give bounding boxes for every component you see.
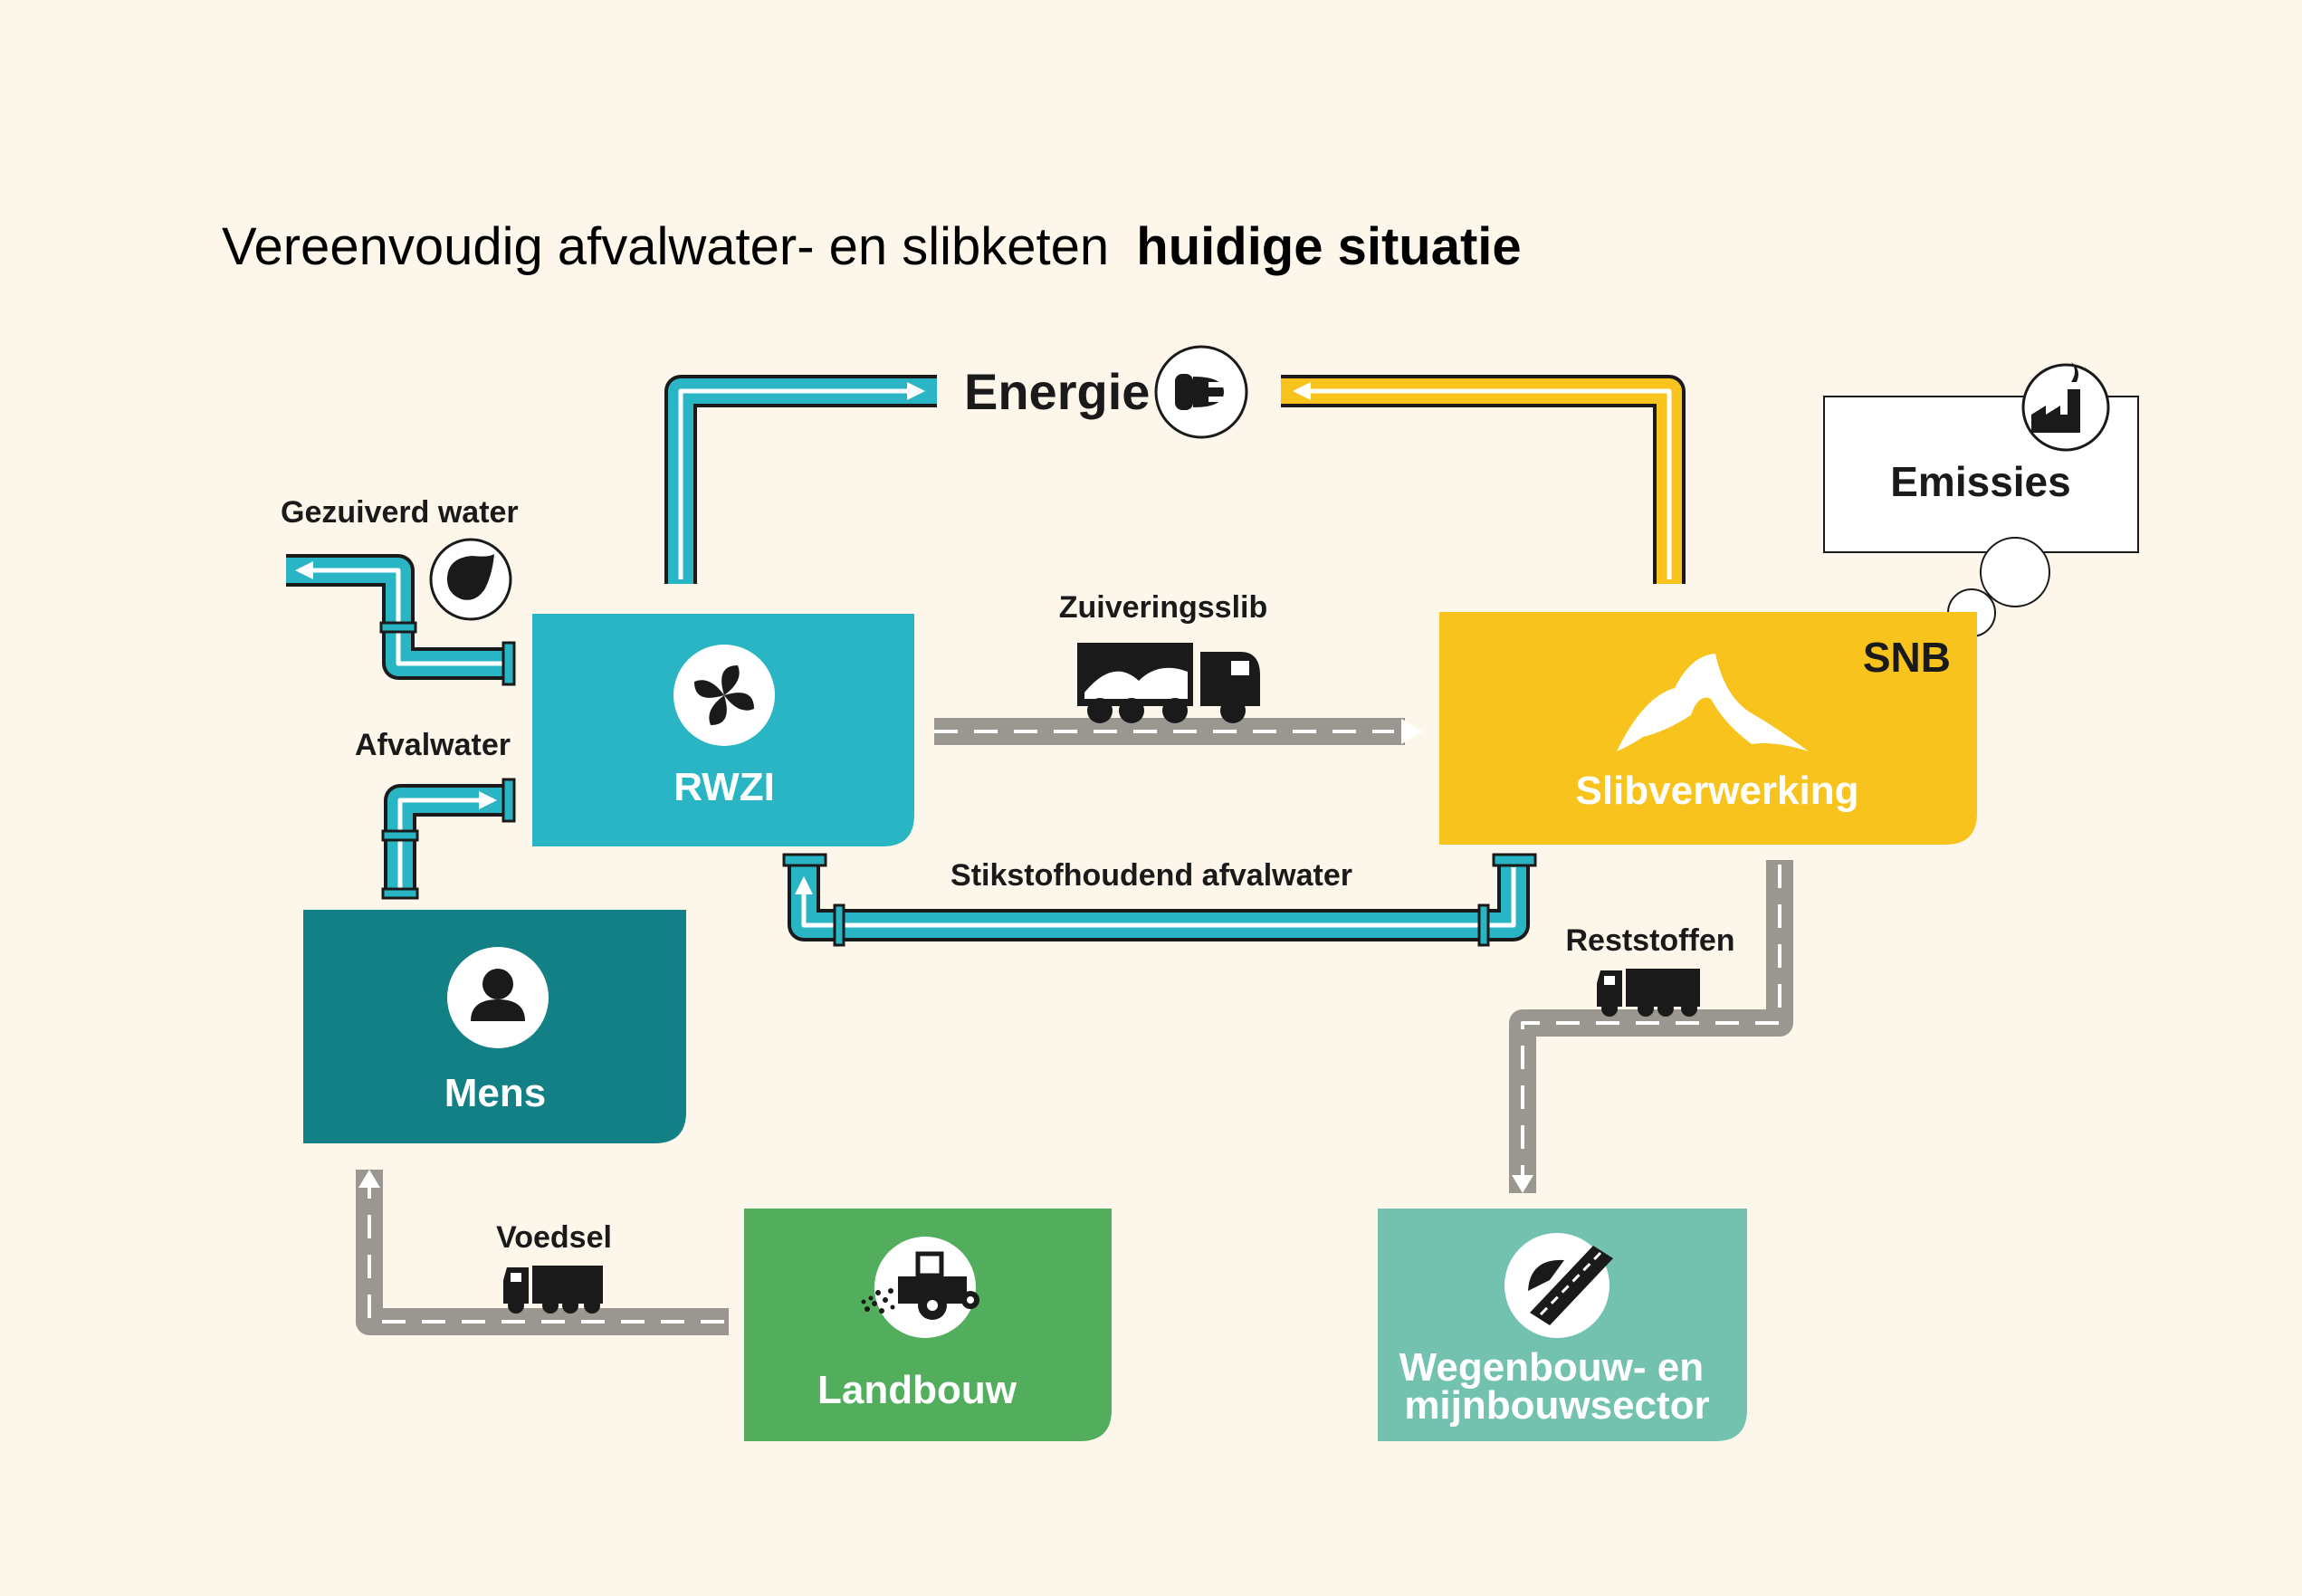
node-label-landbouw: Landbouw	[817, 1368, 1017, 1412]
road-icon	[1504, 1233, 1613, 1338]
pipe-gezuiverd-water	[286, 554, 516, 686]
emissies-label: Emissies	[1890, 458, 2070, 505]
node-wegenbouw: Wegenbouw- en mijnbouwsector	[1378, 1209, 1747, 1441]
energy-pipe-blue	[664, 375, 937, 584]
road-voedsel	[356, 1170, 729, 1335]
flow-label-zuiveringsslib: Zuiveringsslib	[1059, 590, 1268, 625]
road-reststoffen	[1509, 860, 1793, 1193]
road-zuiveringsslib	[934, 718, 1423, 745]
factory-icon	[2021, 362, 2110, 452]
water-drop-icon	[429, 538, 512, 621]
pipe-afvalwater	[381, 778, 516, 900]
flow-label-voedsel: Voedsel	[496, 1220, 612, 1255]
energy-pipe-yellow	[1281, 375, 1686, 584]
sludge-icon	[1617, 654, 1809, 751]
node-slibverwerking: SNB Slibverwerking	[1439, 612, 1977, 845]
page-title: Vereenvoudig afvalwater- en slibketen hu…	[222, 217, 1522, 276]
tractor-icon	[861, 1237, 979, 1338]
title-regular: Vereenvoudig afvalwater- en slibketen	[222, 217, 1109, 276]
node-label-rwzi: RWZI	[673, 765, 775, 809]
flow-label-reststoffen: Reststoffen	[1565, 923, 1734, 958]
fan-icon	[673, 645, 775, 746]
node-landbouw: Landbouw	[744, 1209, 1112, 1441]
flow-label-stikstofhoudend-afvalwater: Stikstofhoudend afvalwater	[950, 858, 1352, 893]
sludge-truck-icon	[1077, 643, 1260, 723]
node-mens: Mens	[303, 910, 686, 1143]
plug-icon	[1154, 345, 1248, 439]
node-label-wegenbouw-line1: Wegenbouw- en	[1399, 1345, 1705, 1390]
node-label-wegenbouw-line2: mijnbouwsector	[1404, 1383, 1709, 1428]
flow-label-afvalwater: Afvalwater	[355, 728, 511, 762]
title-bold: huidige situatie	[1136, 217, 1521, 276]
node-tag-snb: SNB	[1863, 634, 1951, 681]
node-label-mens: Mens	[444, 1071, 546, 1115]
pipe-stikstofhoudend-afvalwater	[782, 853, 1537, 947]
person-icon	[447, 947, 549, 1048]
reststoffen-truck-icon	[1597, 969, 1700, 1017]
voedsel-truck-icon	[503, 1266, 603, 1314]
node-label-wegenbouw: Wegenbouw- en mijnbouwsector	[1399, 1345, 1715, 1428]
node-label-slibverwerking: Slibverwerking	[1575, 769, 1858, 813]
energie-label: Energie	[964, 363, 1150, 420]
flow-label-gezuiverd-water: Gezuiverd water	[281, 495, 519, 530]
node-rwzi: RWZI	[532, 614, 914, 846]
